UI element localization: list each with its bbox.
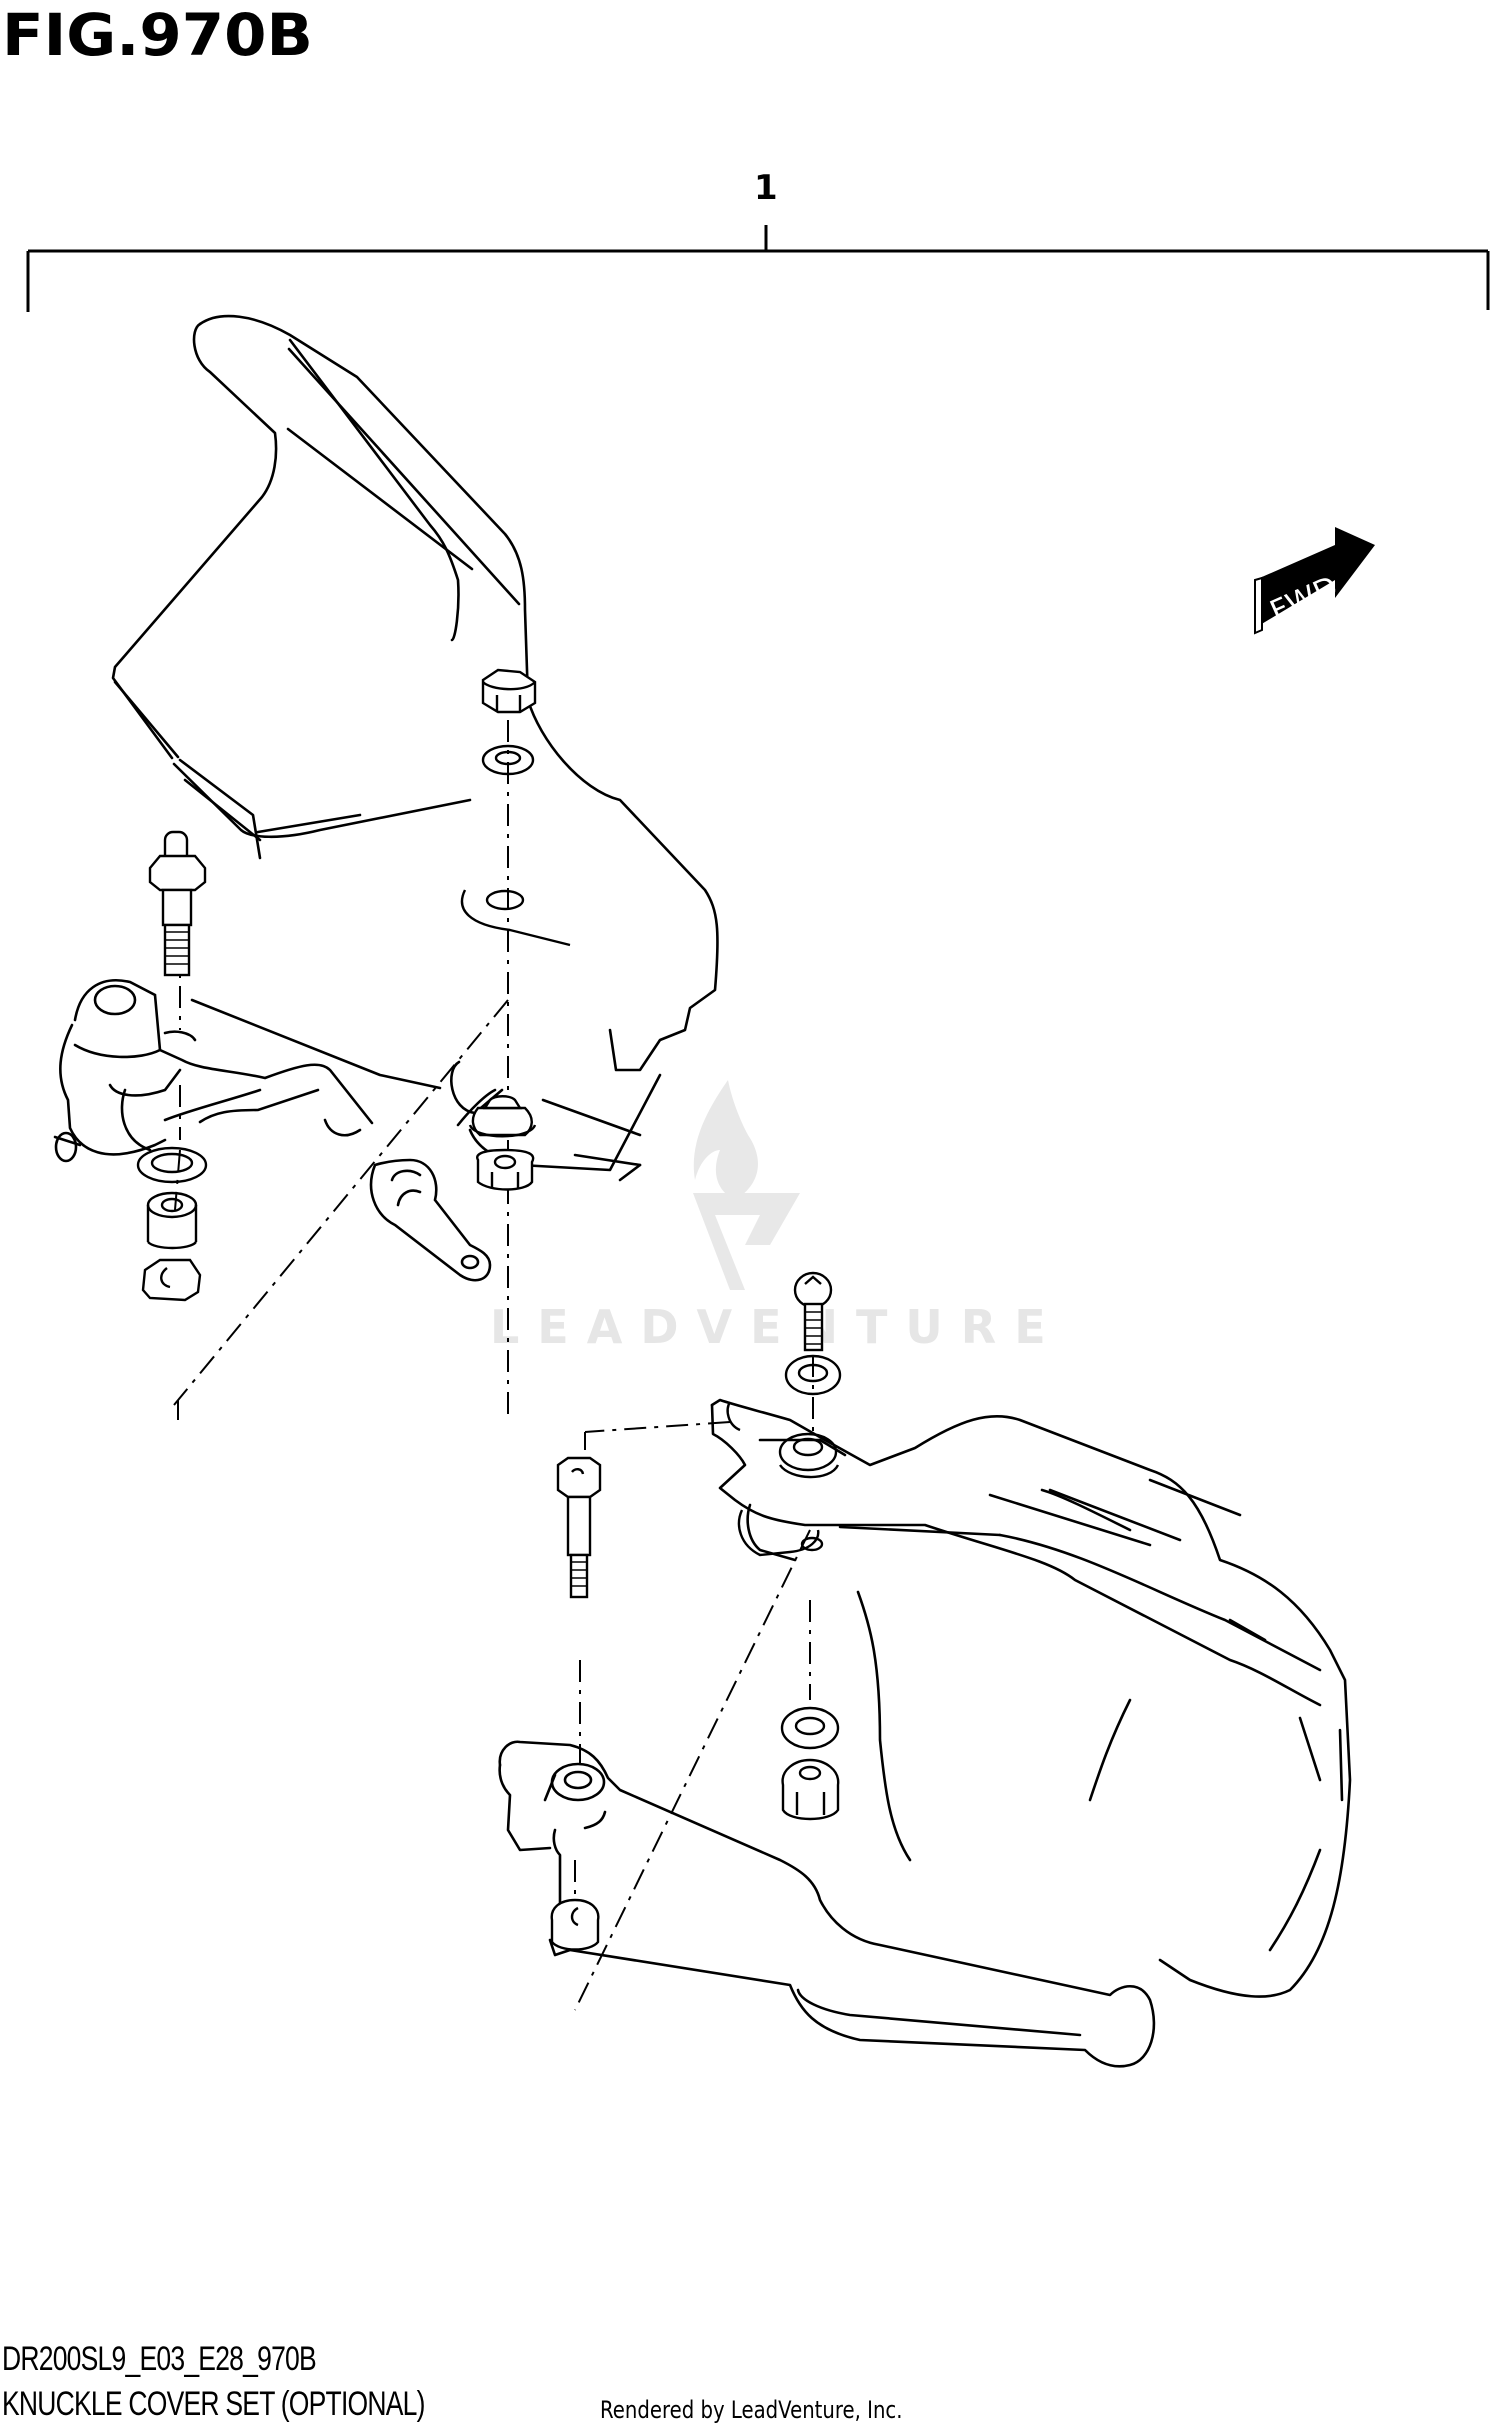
rendered-by-credit: Rendered by LeadVenture, Inc.	[600, 2396, 903, 2424]
right-cap-nut[interactable]	[781, 1758, 840, 1821]
left-hex-nut-upper[interactable]	[481, 668, 537, 714]
watermark-text: LEADVENTURE	[490, 1300, 1064, 1354]
left-spacer-collar[interactable]	[146, 1191, 198, 1250]
left-cap-nut[interactable]	[476, 1148, 535, 1191]
figure-title: FIG.970B	[2, 1, 313, 69]
leadventure-flame-logo-icon	[693, 1080, 800, 1290]
left-stud-bolt[interactable]	[148, 830, 207, 977]
right-bolt[interactable]	[556, 1456, 602, 1599]
right-nut-lower[interactable]	[550, 1898, 600, 1951]
left-grommet-nut[interactable]	[468, 1095, 537, 1138]
callout-bracket	[26, 225, 1490, 312]
left-clutch-lever-holder[interactable]	[53, 979, 374, 1163]
right-washer-lower[interactable]	[780, 1706, 840, 1750]
diagram-name: KNUCKLE COVER SET (OPTIONAL)	[2, 2385, 425, 2423]
assembly-guide-lines-right	[574, 1355, 814, 2011]
right-knuckle-cover[interactable]	[710, 1398, 1352, 1998]
left-lever-end-cap[interactable]	[369, 1158, 492, 1282]
right-brake-lever[interactable]	[498, 1740, 1156, 2068]
left-nut-lower[interactable]	[141, 1258, 202, 1302]
left-cover-mount-eye	[460, 889, 571, 947]
assembly-guide-lines	[173, 720, 509, 1420]
diagram-code: DR200SL9_E03_E28_970B	[2, 2340, 317, 2378]
forward-arrow-icon: FWD	[1254, 527, 1375, 635]
right-screw[interactable]	[793, 1271, 833, 1352]
left-washer-lower[interactable]	[136, 1146, 208, 1184]
left-knuckle-cover[interactable]	[111, 314, 719, 1182]
right-cover-bracket[interactable]	[726, 1401, 840, 1557]
reference-number-1[interactable]: 1	[754, 168, 778, 208]
